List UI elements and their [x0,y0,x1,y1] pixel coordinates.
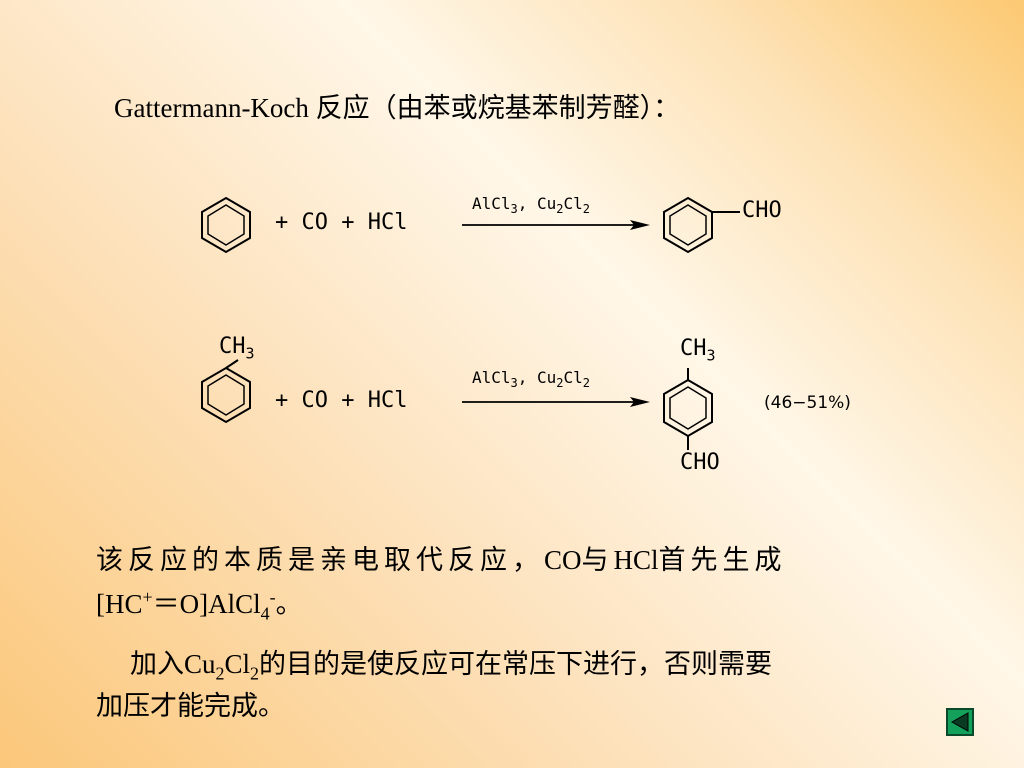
catalyst-label-2: AlCl3, Cu2Cl2 [472,368,591,391]
reaction-arrow-2 [462,397,650,407]
purpose-line-2: 加压才能完成。 [96,691,285,721]
explanation-line-2: [HC+＝O]AlCl4-。 [96,587,303,624]
product-cho-label-2: CHO [680,450,720,475]
toluene-ring [201,359,251,424]
reactant-ch3-label: CH3 [219,334,255,363]
purpose-line-1: 加入Cu2Cl2的目的是使反应可在常压下进行，否则需要 [130,649,773,684]
triangle-left-icon [950,712,969,732]
tolualdehyde-ring [663,368,713,450]
slide-title: Gattermann-Koch 反应（由苯或烷基苯制芳醛）： [114,93,681,123]
yield-label: (46−51%) [764,393,851,413]
reagents-2: + CO + HCl [275,388,408,413]
benzaldehyde-ring [663,196,740,254]
reagents: + CO + HCl [275,210,408,235]
explanation-line-1: 该反应的本质是亲电取代反应，CO与HCl首先生成 [96,545,787,575]
catalyst-label: AlCl3, Cu2Cl2 [472,194,591,217]
product-cho-label: CHO [742,198,782,223]
benzene-ring [201,196,251,254]
back-button[interactable] [946,708,974,736]
product-ch3-label: CH3 [680,336,716,365]
reaction-arrow [462,220,650,230]
